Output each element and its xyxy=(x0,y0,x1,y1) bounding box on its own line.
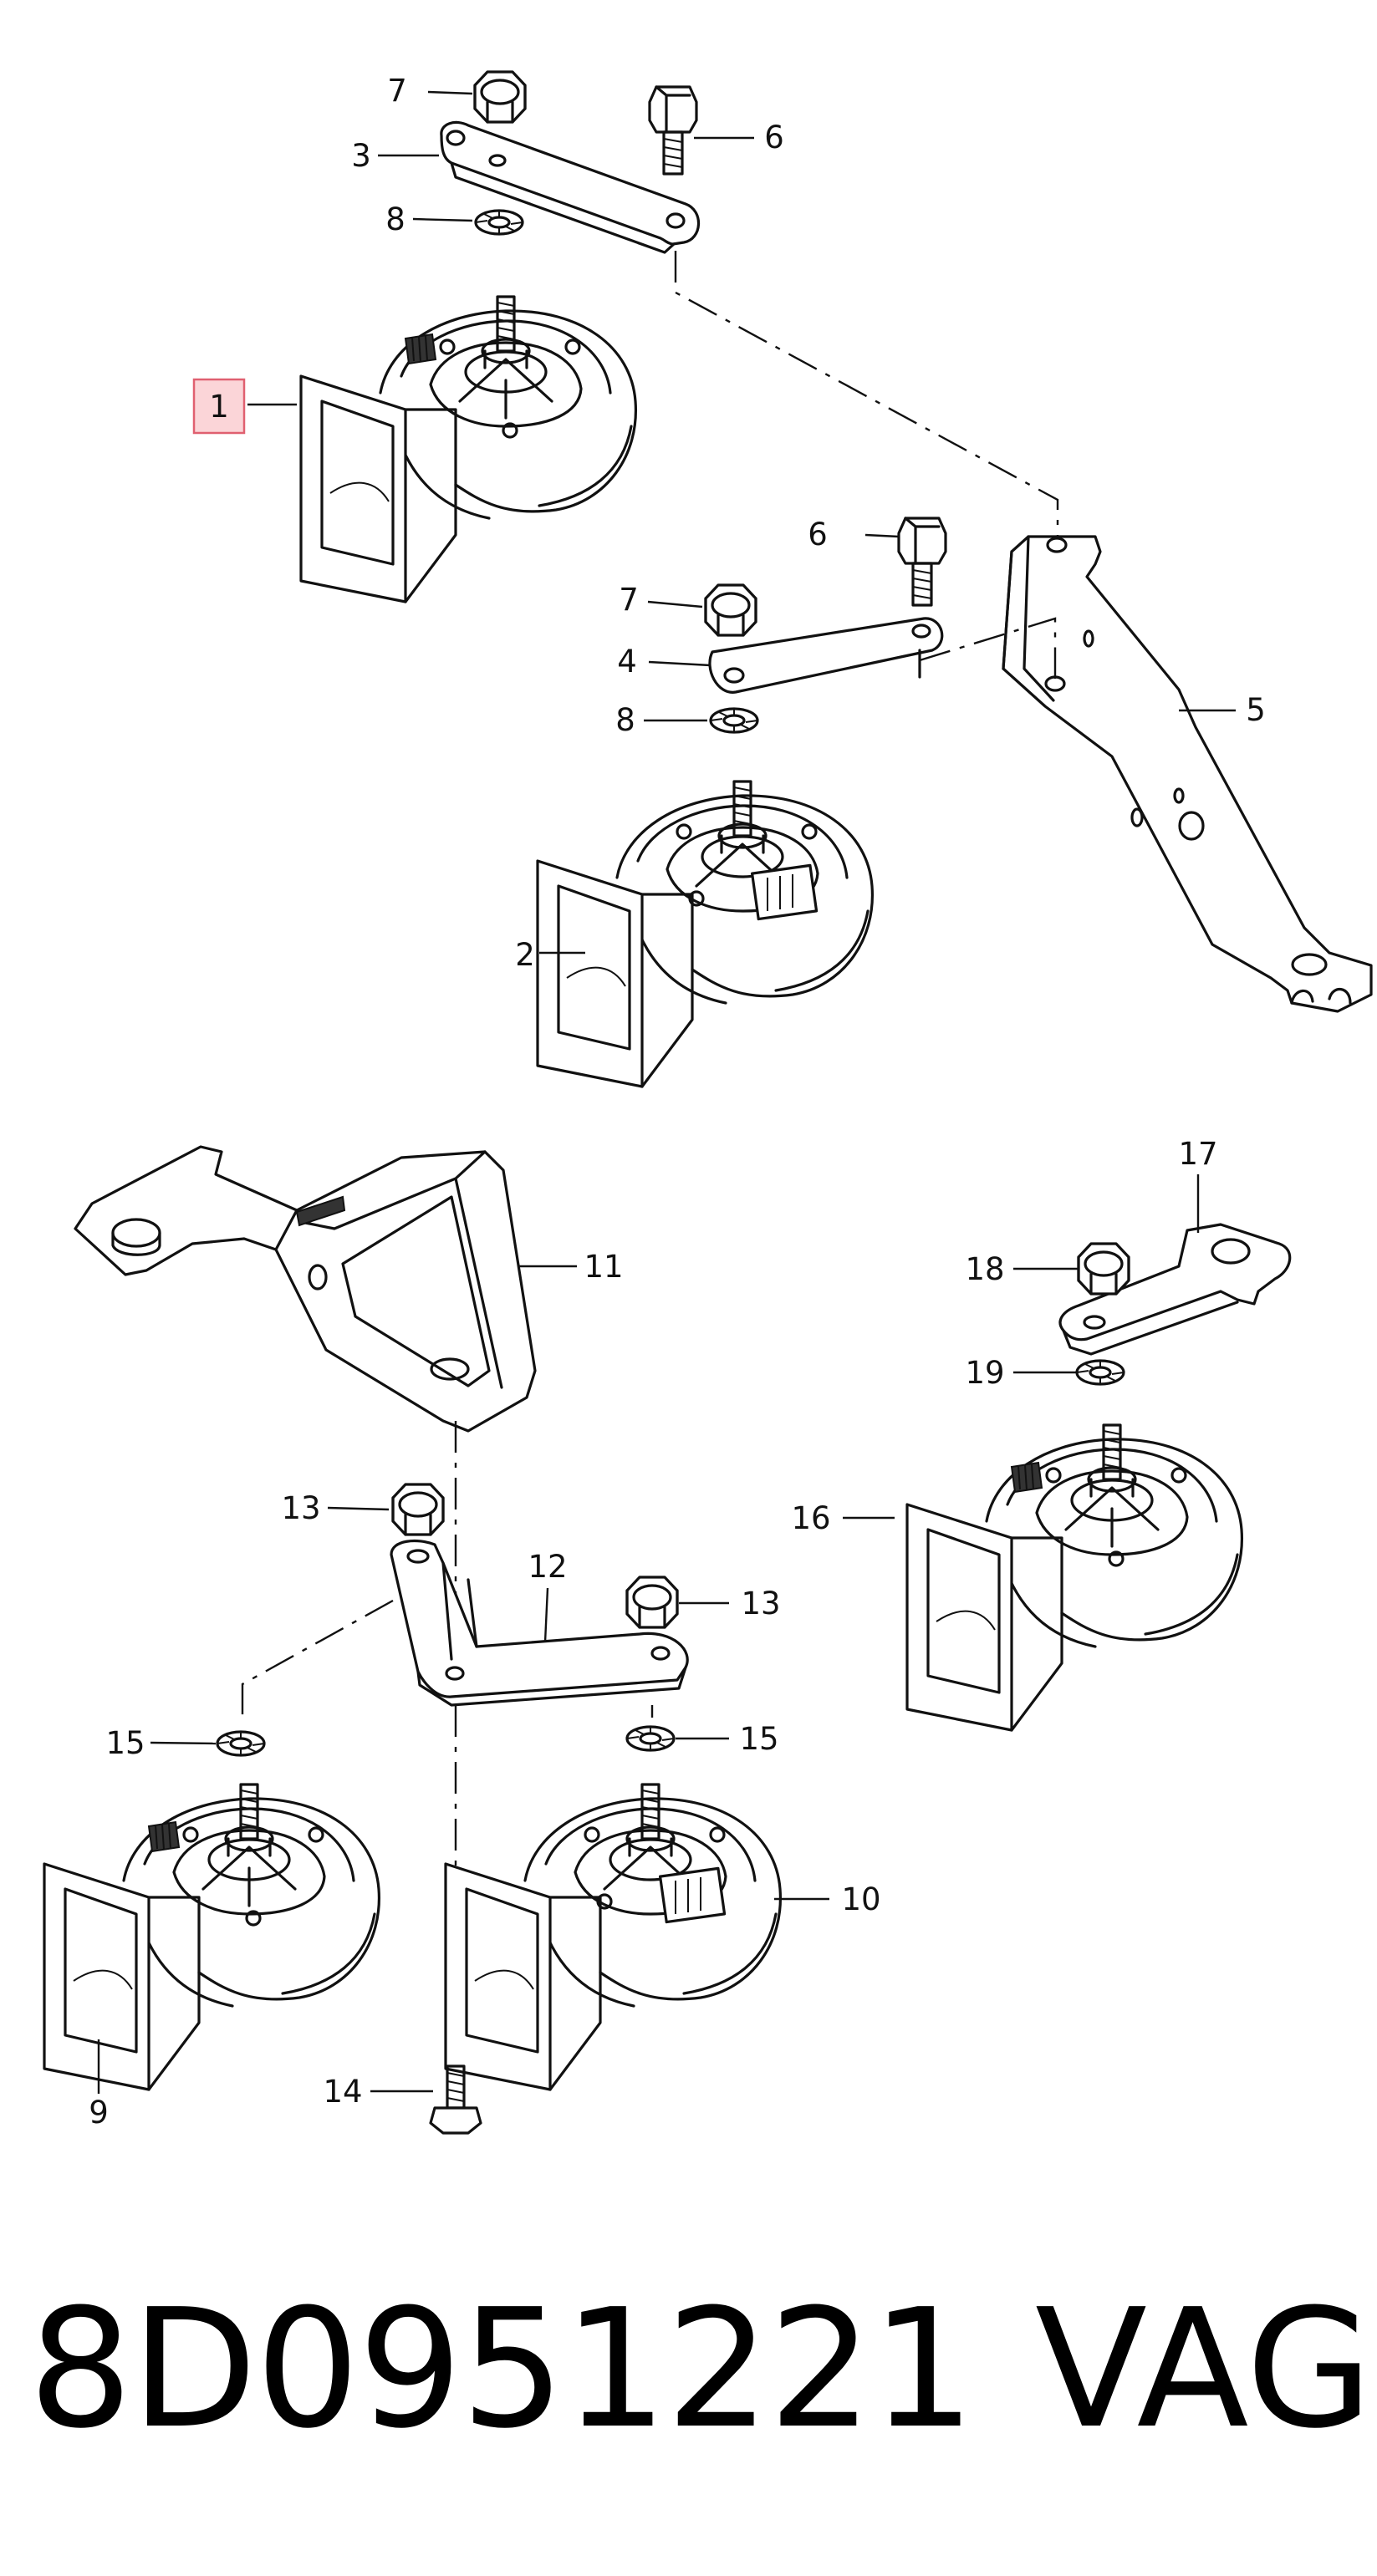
callout-18: 18 xyxy=(965,1251,1004,1287)
nut-7-middle xyxy=(704,583,757,637)
callout-2: 2 xyxy=(515,937,535,973)
bracket-3 xyxy=(440,120,701,246)
callout-1: 1 xyxy=(209,389,229,425)
nut-13-right xyxy=(625,1576,679,1629)
callout-8-top: 8 xyxy=(385,201,405,237)
callout-6-top: 6 xyxy=(764,120,784,155)
washer-8-middle xyxy=(709,707,759,734)
bolt-6-top xyxy=(648,85,698,176)
callout-3: 3 xyxy=(351,138,371,174)
callout-10: 10 xyxy=(841,1881,880,1917)
callout-15-left: 15 xyxy=(105,1725,145,1761)
washer-15-left xyxy=(216,1730,266,1757)
callout-11: 11 xyxy=(584,1249,623,1285)
bolt-14 xyxy=(429,2064,482,2135)
callout-17: 17 xyxy=(1178,1136,1217,1172)
bracket-11 xyxy=(74,1145,537,1433)
washer-15-right xyxy=(625,1725,676,1752)
callout-7-top: 7 xyxy=(387,73,407,109)
bracket-12 xyxy=(390,1539,689,1698)
part-number: 8D0951221 xyxy=(28,2274,976,2465)
callout-13-right: 13 xyxy=(741,1586,780,1621)
horn-1 xyxy=(299,295,638,603)
callout-19: 19 xyxy=(965,1355,1004,1391)
bracket-5 xyxy=(1002,535,1373,1013)
horn-10 xyxy=(444,1783,783,2091)
leader-lines xyxy=(97,90,1236,2094)
callout-7-middle: 7 xyxy=(619,582,639,618)
horn-9 xyxy=(43,1783,381,2091)
nut-7-top xyxy=(473,70,527,124)
brand-name: VAG xyxy=(1035,2274,1374,2465)
bolt-6-middle xyxy=(897,517,947,607)
callout-4: 4 xyxy=(617,644,637,680)
callout-14: 14 xyxy=(323,2074,362,2110)
callout-5: 5 xyxy=(1246,692,1266,728)
callout-12: 12 xyxy=(528,1549,567,1585)
caption: 8D0951221 VAG xyxy=(0,2273,1377,2466)
washer-8-top xyxy=(474,209,524,236)
callout-1-highlight xyxy=(192,378,246,435)
callout-9: 9 xyxy=(89,2095,109,2131)
callout-16: 16 xyxy=(791,1500,830,1536)
washer-19 xyxy=(1075,1359,1125,1386)
bracket-4 xyxy=(708,617,944,694)
horn-2 xyxy=(536,780,875,1088)
callout-8-middle: 8 xyxy=(615,702,635,738)
callout-6-middle: 6 xyxy=(808,517,828,552)
horn-16 xyxy=(905,1423,1244,1732)
callout-15-right: 15 xyxy=(739,1721,778,1757)
nut-13-left xyxy=(391,1483,445,1536)
bracket-17 xyxy=(1058,1223,1292,1341)
callout-13-left: 13 xyxy=(281,1490,320,1526)
nut-18 xyxy=(1077,1242,1130,1296)
